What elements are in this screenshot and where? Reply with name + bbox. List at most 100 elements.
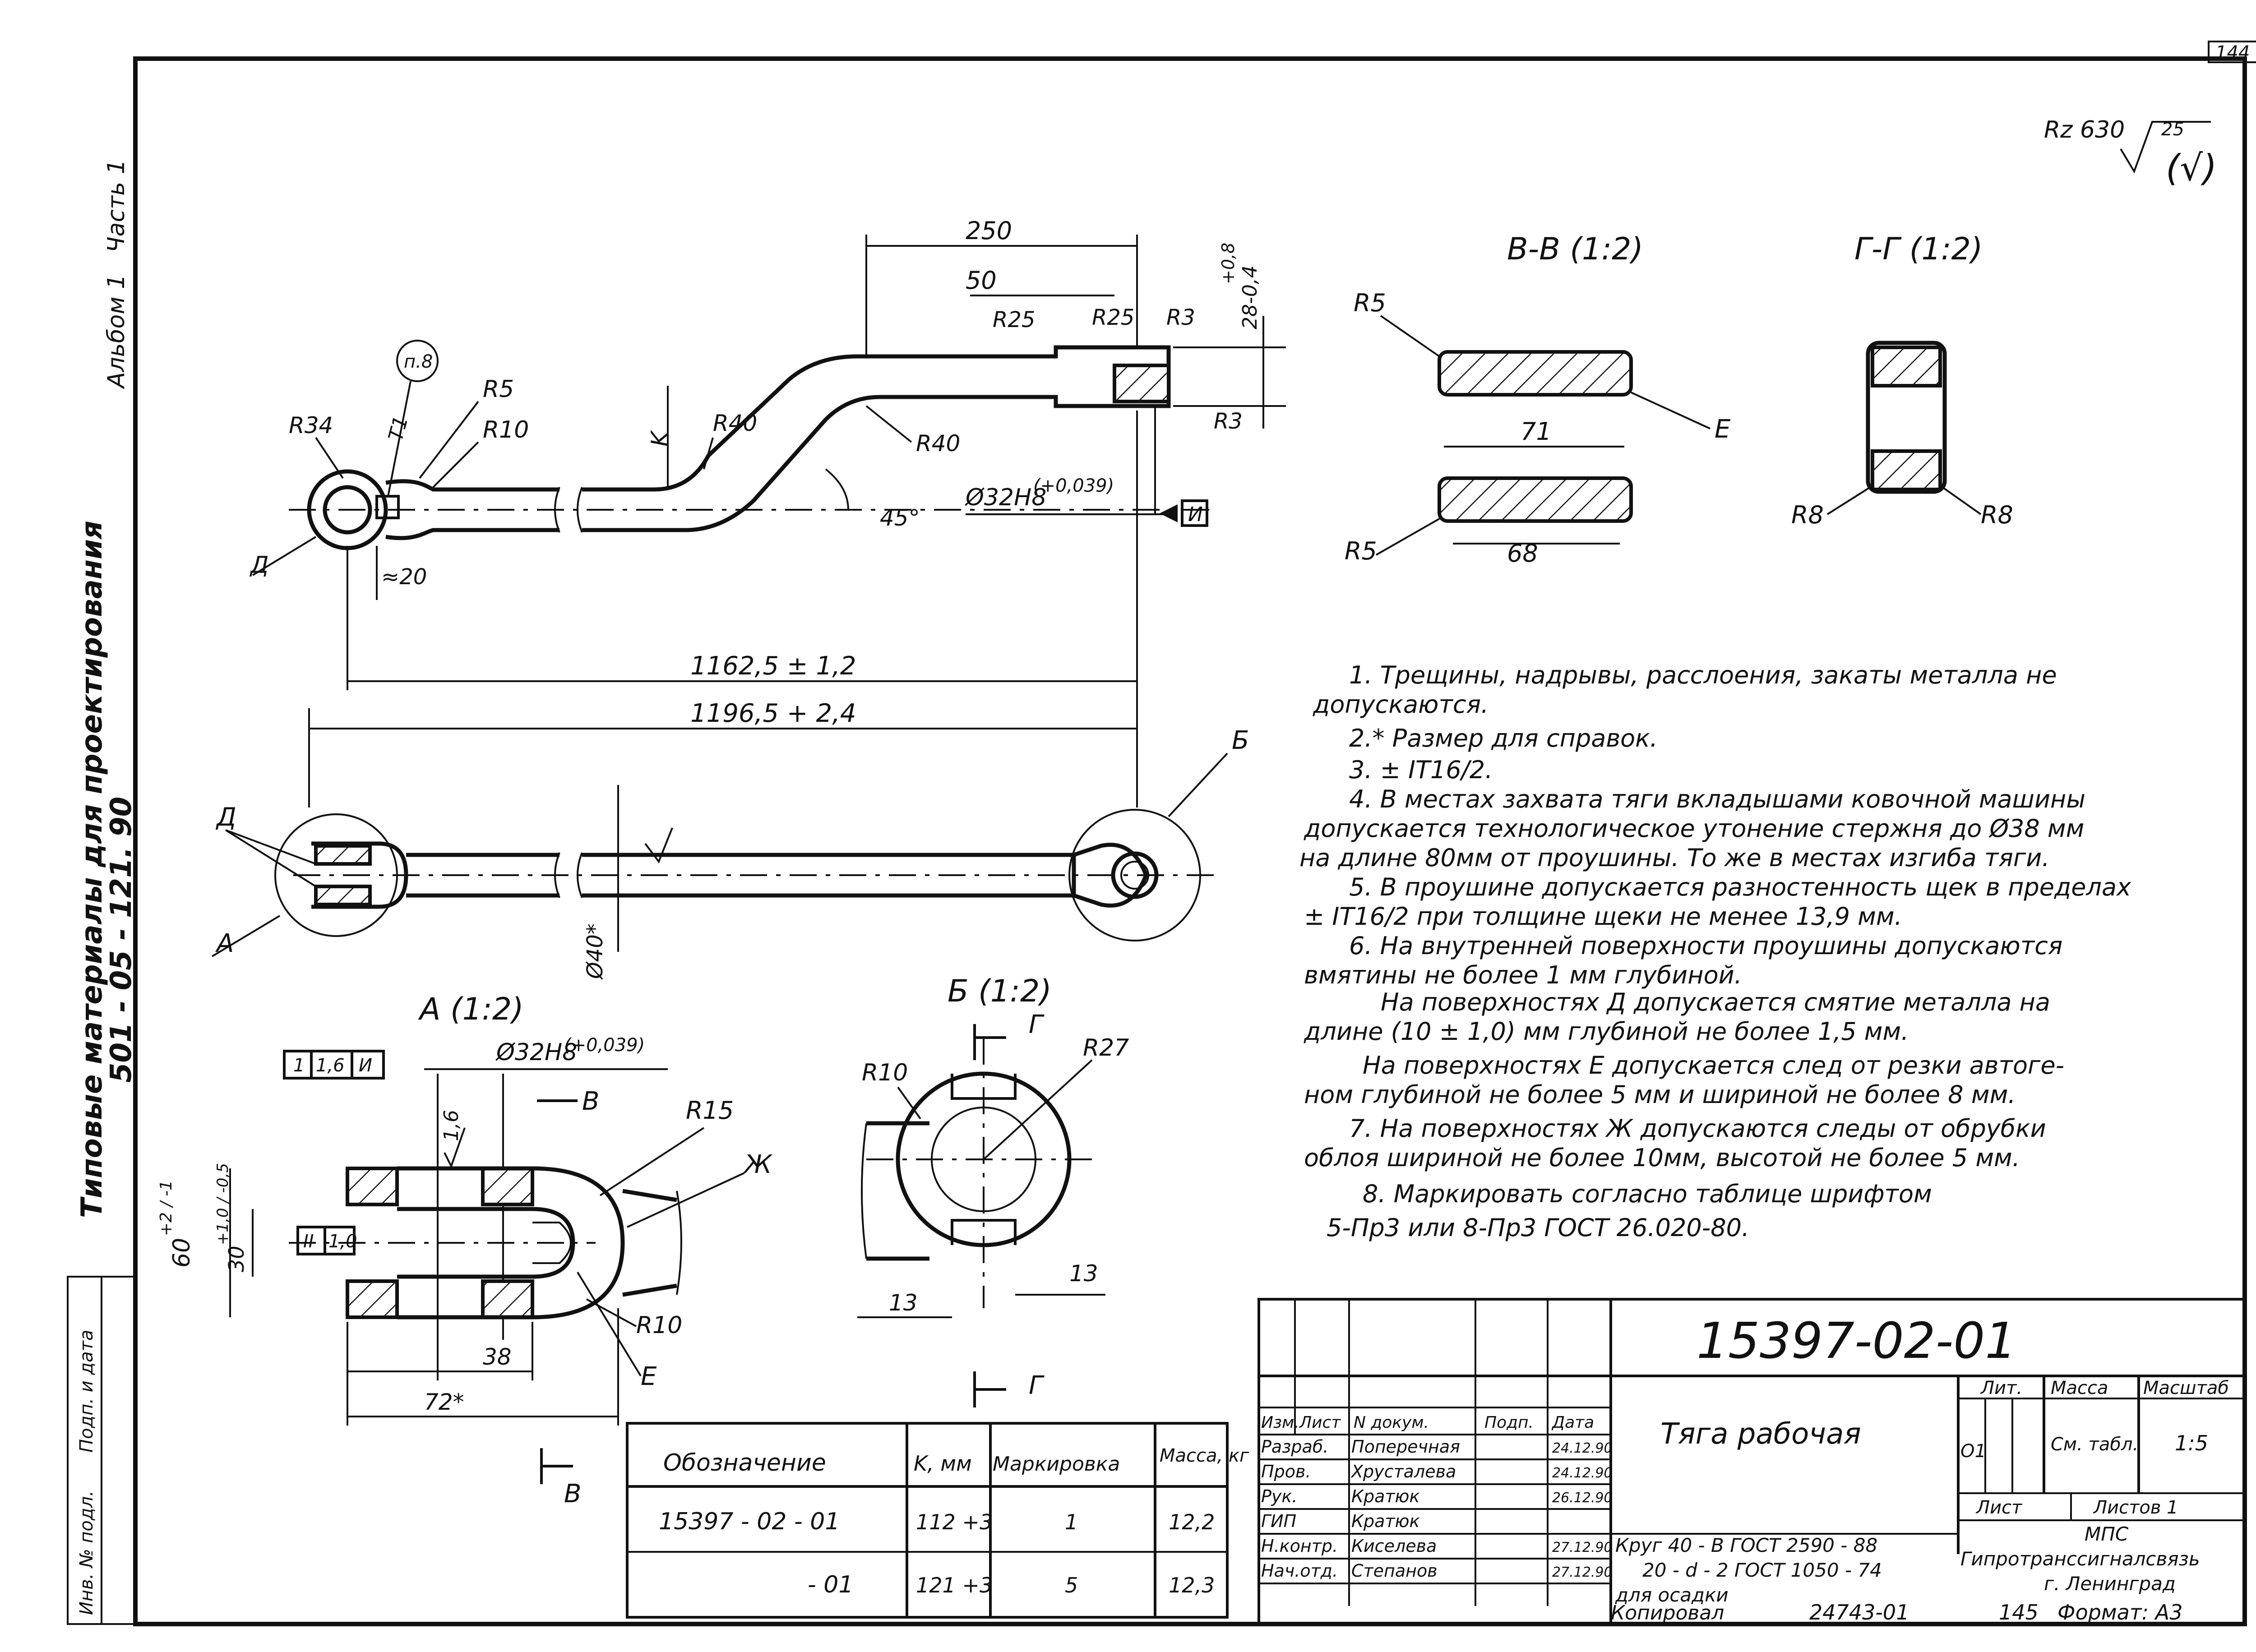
dim-28-tol: +0,8 — [1218, 243, 1238, 284]
note-line: 3. ± IT16/2. — [1349, 756, 1493, 784]
tb-person: Степанов — [1351, 1561, 1438, 1581]
tb-role: Рук. — [1261, 1486, 1297, 1506]
tb-sheets-label: Листов 1 — [2093, 1497, 2178, 1518]
tb-role: Нач.отд. — [1261, 1561, 1338, 1581]
tb-date: 24.12.90 — [1552, 1465, 1613, 1481]
detail-b-d13-b: 13 — [1069, 1260, 1098, 1287]
detail-a-r10: R10 — [636, 1312, 682, 1339]
note-line: На поверхностях Е допускается след от ре… — [1363, 1051, 2064, 1080]
dim-r3-a: R3 — [1166, 305, 1195, 330]
note-line: 2.* Размер для справок. — [1349, 724, 1658, 752]
dim-dia40: Ø40* — [582, 923, 608, 980]
tb-mass-value: См. табл. — [2051, 1434, 2138, 1455]
vv-label-e: Е — [1715, 415, 1731, 444]
sidebar-sign-label: Подп. и дата — [76, 1330, 97, 1453]
detail-a-title: А (1:2) — [418, 992, 524, 1027]
table-cell: 121 +3 — [916, 1573, 993, 1597]
tb-person: Хрусталева — [1350, 1462, 1456, 1481]
technical-notes: 1. Трещины, надрывы, расслоения, закаты … — [1299, 661, 2131, 1242]
note-line: ном глубиной не более 5 мм и шириной не … — [1304, 1080, 2016, 1109]
detail-b-g: Г — [1029, 1010, 1045, 1039]
note-line: на длине 80мм от проушины. То же в места… — [1299, 844, 2050, 872]
note-line: 5. В проушине допускается разностенность… — [1349, 873, 2131, 901]
tb-org-3: г. Ленинград — [2044, 1573, 2176, 1595]
detail-a-d60: 60 — [168, 1238, 195, 1268]
dim-bore: Ø32H8 — [965, 484, 1046, 511]
tb-material-3: для осадки — [1615, 1584, 1729, 1606]
detail-a-bore: Ø32H8 — [495, 1039, 577, 1066]
sidebar-album: Альбом 1 — [103, 274, 130, 389]
detail-a-v: В — [582, 1087, 599, 1116]
main-side-view: 250 50 R25 R25 R3 R3 28-0,4 +0,8 R34 п.8… — [250, 217, 1286, 808]
vv-dim-71: 71 — [1521, 417, 1552, 446]
dim-r25-b: R25 — [1092, 305, 1134, 330]
tb-header: Лист — [1299, 1413, 1341, 1432]
table-header: Обозначение — [663, 1449, 826, 1477]
detail-b-r10: R10 — [862, 1059, 908, 1086]
dim-r10: R10 — [483, 416, 529, 443]
tb-date: 27.12.90 — [1552, 1564, 1613, 1580]
tb-person: Кратюк — [1351, 1486, 1420, 1506]
tb-mass-label: Масса — [2051, 1378, 2108, 1398]
roughness-paren: (√) — [2166, 147, 2217, 189]
section-gg-title: Г-Г (1:2) — [1854, 231, 1983, 267]
tb-org-1: МПС — [2085, 1523, 2129, 1545]
tb-material-1: Круг 40 - В ГОСТ 2590 - 88 — [1615, 1534, 1877, 1556]
detail-a-d16: 1,6 — [440, 1110, 463, 1141]
roughness-main: Rz 630 — [2044, 116, 2125, 143]
tb-sheet-label: Лист — [1975, 1497, 2023, 1518]
detail-a-d38: 38 — [483, 1344, 512, 1370]
gg-r8-a: R8 — [1791, 501, 1824, 529]
dim-r3-b: R3 — [1214, 409, 1243, 434]
gg-r8-b: R8 — [1981, 501, 2013, 529]
dim-k: K — [647, 429, 674, 447]
note-line: допускаются. — [1313, 690, 1489, 719]
sidebar-code: 501 - 05 - 121. 90 — [105, 797, 138, 1083]
note-line: ± IT16/2 при толщине щеки не менее 13,9 … — [1304, 902, 1902, 931]
tb-copied-by: Копировал — [1611, 1601, 1724, 1624]
tb-date: 24.12.90 — [1552, 1440, 1613, 1456]
tb-bottom-num: 145 — [1999, 1600, 2039, 1624]
tb-doc-number: 15397-02-01 — [1697, 1312, 2016, 1370]
note-line: 4. В местах захвата тяги вкладышами ково… — [1349, 785, 2085, 813]
datum-i: И — [1188, 503, 1203, 526]
tb-lit-label: Лит. — [1980, 1378, 2022, 1398]
section-gg: Г-Г (1:2) R8 R8 — [1791, 231, 2013, 529]
label-d-plan: Д — [215, 803, 236, 832]
detail-a-v2: В — [564, 1479, 581, 1509]
table-cell: 1 — [1065, 1510, 1078, 1534]
dim-1196: 1196,5 + 2,4 — [690, 699, 856, 728]
table-header: Маркировка — [993, 1453, 1120, 1476]
tb-header: Дата — [1551, 1413, 1594, 1432]
detail-b-g2: Г — [1029, 1371, 1045, 1400]
vv-dim-68: 68 — [1507, 539, 1538, 568]
tb-scale-label: Масштаб — [2143, 1378, 2229, 1398]
detail-a-perp: 1 — [293, 1055, 305, 1076]
tb-material-2: 20 - d - 2 ГОСТ 1050 - 74 — [1642, 1559, 1882, 1581]
dim-1162: 1162,5 ± 1,2 — [690, 651, 856, 681]
tb-format: Формат: А3 — [2057, 1600, 2182, 1624]
detail-a-d60-tol: +2 / -1 — [157, 1180, 176, 1236]
table-cell: 15397 - 02 - 01 — [659, 1508, 840, 1535]
detail-a-e: Е — [641, 1362, 657, 1391]
note-line: 8. Маркировать согласно таблице шрифтом — [1363, 1180, 1932, 1208]
dim-r25-a: R25 — [993, 307, 1035, 332]
table-header: Масса, кг — [1160, 1445, 1249, 1466]
plan-view: Д А Б Ø40* — [211, 726, 1249, 980]
dim-250: 250 — [966, 217, 1012, 245]
note-line: На поверхностях Д допускается смятие мет… — [1381, 988, 2050, 1016]
detail-a-bore-tol: (+0,039) — [564, 1035, 645, 1056]
detail-a-par-val: 1,0 — [328, 1231, 357, 1252]
dim-approx20: ≈20 — [381, 564, 427, 590]
sidebar-title: Типовые материалы для проектирования — [75, 521, 109, 1218]
table-cell: 12,3 — [1169, 1573, 1215, 1597]
note-line: длине (10 ± 1,0) мм глубиной не более 1,… — [1304, 1017, 1909, 1046]
tb-role: Разраб. — [1261, 1437, 1328, 1457]
detail-a-perp-ref: И — [359, 1055, 372, 1076]
tb-role: ГИП — [1261, 1511, 1296, 1531]
note-line: 7. На поверхностях Ж допускаются следы о… — [1349, 1114, 2046, 1143]
vv-r5-b: R5 — [1345, 537, 1377, 565]
dim-r5: R5 — [483, 376, 514, 403]
section-vv-title: В-В (1:2) — [1507, 231, 1643, 267]
